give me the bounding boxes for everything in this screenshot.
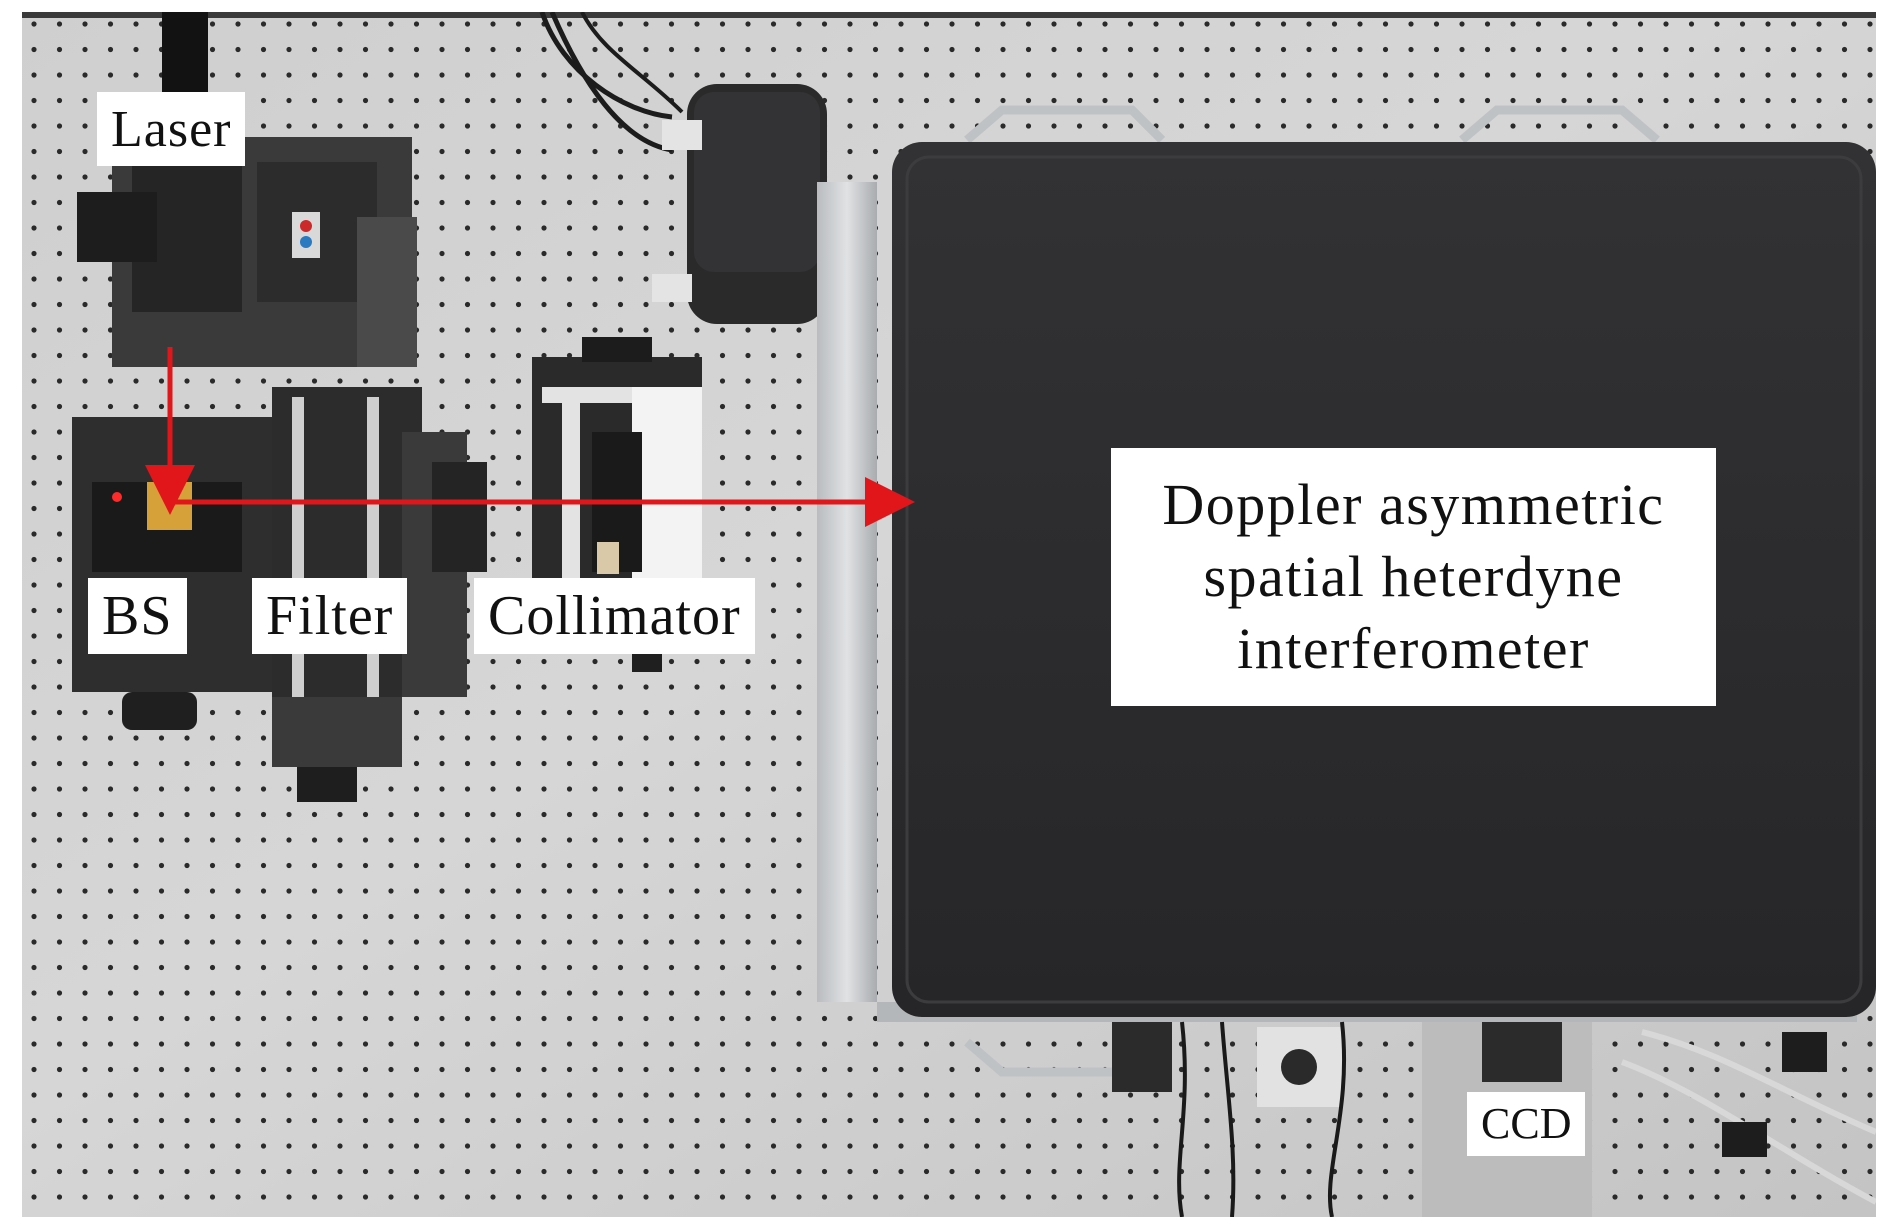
controller-box: [652, 84, 827, 324]
bs-mount: [72, 417, 282, 730]
photo: Laser BS Filter Collimator Doppler asymm…: [22, 12, 1876, 1217]
label-filter: Filter: [252, 578, 408, 654]
label-collimator: Collimator: [474, 578, 755, 654]
laser-assembly: [77, 12, 417, 367]
interferometer-rail: [817, 182, 877, 1002]
label-laser: Laser: [97, 92, 246, 166]
label-interferometer-line1: Doppler asymmetric: [1162, 472, 1665, 537]
label-bs: BS: [88, 578, 187, 654]
label-interferometer-line2: spatial heterdyne: [1203, 544, 1624, 609]
label-interferometer-line3: interferometer: [1237, 616, 1590, 681]
label-interferometer: Doppler asymmetric spatial heterdyne int…: [1111, 448, 1716, 706]
label-ccd: CCD: [1467, 1092, 1586, 1156]
